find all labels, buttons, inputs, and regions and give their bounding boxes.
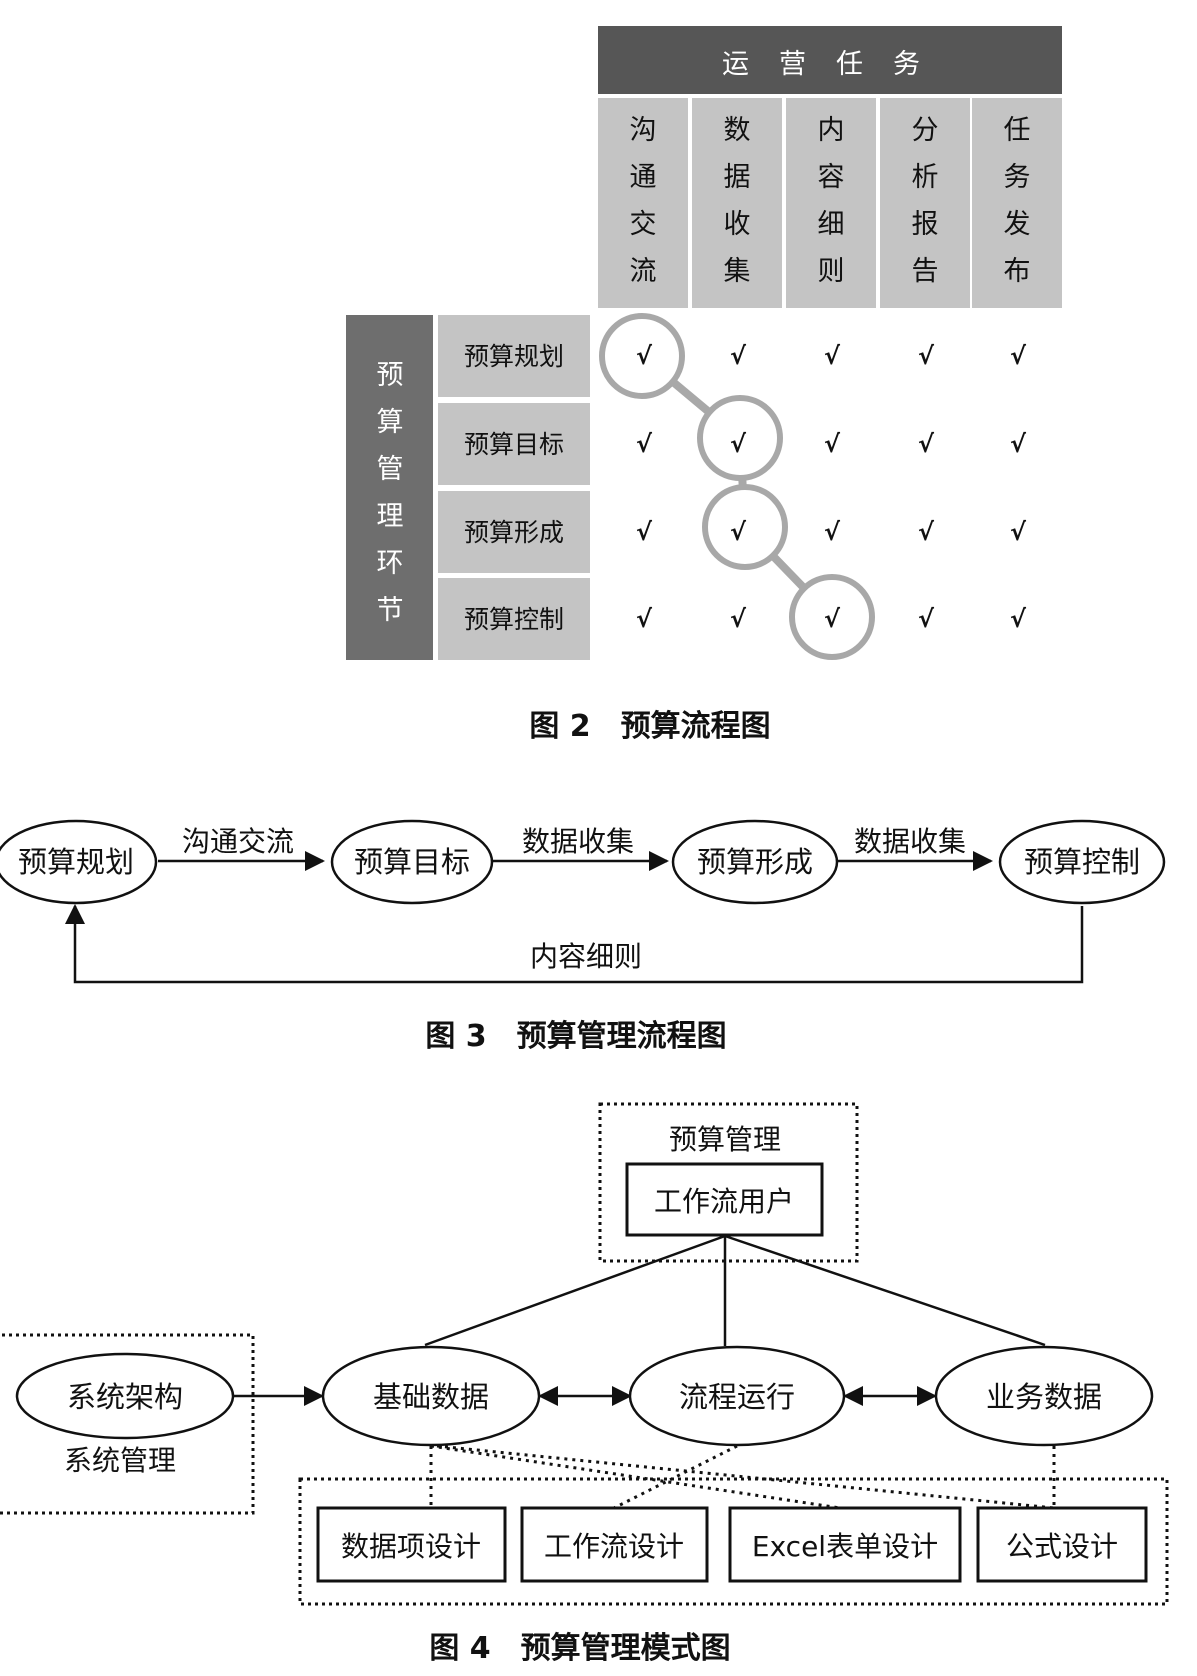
- fig2-check-r3-c4: √: [918, 518, 935, 546]
- fig4-data-item-design-label: 数据项设计: [341, 1530, 481, 1563]
- fig4-dotted-basic-to-excel: [430, 1444, 841, 1510]
- fig2-diagonal-highlight: [599, 313, 875, 660]
- fig2-row-label-1: 预算规划: [464, 342, 564, 371]
- fig4-system-architecture-label: 系统架构: [67, 1380, 183, 1414]
- fig2-row-cell-1: [438, 315, 590, 397]
- fig3-node-formation-label: 预算形成: [697, 845, 813, 879]
- fig2-row-label-3: 预算形成: [464, 518, 564, 547]
- fig3-node-control-label: 预算控制: [1024, 845, 1140, 879]
- fig2-check-r1-c3: √: [824, 342, 841, 370]
- fig4-top-group-label: 预算管理: [669, 1123, 781, 1156]
- fig3-node-target: [330, 819, 494, 905]
- fig2-column-label-2: 数据收集: [724, 115, 751, 287]
- fig4-budget-management-model: 预算管理 工作流用户 系统架构 系统管理 基础数据 流程运行 业务数据: [0, 1102, 1169, 1666]
- fig2-column-headers: 沟通交流 数据收集 内容细则 分析报告 任务发布: [598, 98, 1062, 308]
- fig2-check-r3-c1: √: [636, 518, 653, 546]
- fig2-check-r1-c5: √: [1010, 342, 1027, 370]
- fig2-side-label: 预算管理环节: [377, 360, 404, 626]
- fig3-budget-management-flow: 预算规划 预算目标 预算形成 预算控制 沟通交流 数据收集 数据收集 内容细则 …: [0, 819, 1166, 1054]
- fig2-highlight-circle-2: [697, 395, 783, 481]
- fig2-row-cell-4: [438, 578, 590, 660]
- fig4-excel-form-design-label: Excel表单设计: [752, 1530, 938, 1563]
- fig2-check-r4-c5: √: [1010, 605, 1027, 633]
- fig3-node-planning: [0, 819, 158, 905]
- fig4-process-run-label: 流程运行: [679, 1380, 795, 1414]
- fig3-caption: 图 3 预算管理流程图: [425, 1019, 726, 1054]
- fig2-highlight-circle-1: [599, 313, 685, 399]
- fig3-edge-3-label: 数据收集: [854, 825, 966, 858]
- fig4-formula-design-label: 公式设计: [1006, 1530, 1118, 1563]
- fig4-basic-data-node: [321, 1345, 541, 1447]
- fig2-side-label-text: 预算管理环节: [377, 360, 404, 626]
- fig2-check-r2-c2: √: [730, 430, 747, 458]
- fig2-check-r3-c2: √: [730, 518, 747, 546]
- fig2-check-r1-c2: √: [730, 342, 747, 370]
- fig2-check-grid: √ √ √ √ √ √ √ √ √ √ √ √ √ √ √ √ √ √ √ √: [636, 342, 1027, 633]
- fig2-row-cell-2: [438, 403, 590, 485]
- fig2-highlight-circle-4: [789, 574, 875, 660]
- fig4-business-data-node: [934, 1345, 1154, 1447]
- fig2-row-cell-3: [438, 491, 590, 573]
- fig2-column-cell-5: [972, 98, 1062, 308]
- fig2-check-r3-c5: √: [1010, 518, 1027, 546]
- fig4-basic-data-label: 基础数据: [373, 1380, 489, 1414]
- fig2-check-r4-c3: √: [824, 605, 841, 633]
- fig2-column-label-4: 分析报告: [912, 115, 939, 287]
- fig4-process-run-node: [628, 1345, 846, 1447]
- fig2-row-label-4: 预算控制: [464, 605, 564, 634]
- fig2-column-label-3: 内容细则: [818, 115, 845, 287]
- fig2-check-r4-c4: √: [918, 605, 935, 633]
- fig4-link-to-basic-data: [424, 1234, 726, 1347]
- fig2-column-label-1: 沟通交流: [630, 115, 657, 287]
- fig2-check-r1-c1: √: [636, 342, 653, 370]
- fig4-business-data-label: 业务数据: [986, 1380, 1102, 1414]
- fig4-dotted-process-to-workflow: [613, 1444, 738, 1510]
- fig2-highlight-circle-3: [702, 484, 788, 570]
- fig4-workflow-user-label: 工作流用户: [654, 1185, 794, 1218]
- fig2-column-cell-2: [692, 98, 782, 308]
- fig4-caption: 图 4 预算管理模式图: [429, 1631, 730, 1666]
- fig2-check-r3-c3: √: [824, 518, 841, 546]
- fig3-node-planning-label: 预算规划: [18, 845, 134, 879]
- fig3-feedback-label: 内容细则: [530, 940, 642, 973]
- fig4-left-group-label: 系统管理: [64, 1444, 176, 1477]
- fig2-check-r4-c1: √: [636, 605, 653, 633]
- fig4-excel-form-design-box: [728, 1506, 962, 1583]
- fig2-row-label-2: 预算目标: [464, 430, 564, 459]
- fig3-node-target-label: 预算目标: [354, 845, 470, 879]
- fig4-workflow-design-box: [520, 1506, 709, 1583]
- fig4-formula-design-box: [976, 1506, 1148, 1583]
- fig3-feedback-edge: [65, 904, 1084, 984]
- fig2-column-cell-3: [786, 98, 876, 308]
- fig2-header-bar: [598, 26, 1062, 94]
- fig2-column-label-5: 任务发布: [1004, 115, 1031, 287]
- fig3-node-control: [998, 819, 1166, 905]
- fig2-header-title: 运营任务: [722, 49, 950, 80]
- fig2-caption: 图 2 预算流程图: [529, 709, 770, 744]
- fig2-column-cell-1: [598, 98, 688, 308]
- fig2-check-r2-c4: √: [918, 430, 935, 458]
- fig4-workflow-design-label: 工作流设计: [544, 1530, 684, 1563]
- fig4-left-group-frame: [0, 1333, 255, 1515]
- fig4-top-group-frame: [598, 1102, 859, 1263]
- fig3-node-formation: [671, 819, 839, 905]
- fig2-check-r2-c5: √: [1010, 430, 1027, 458]
- fig2-side-bar: [346, 315, 433, 660]
- fig2-column-cell-4: [880, 98, 970, 308]
- fig3-edge-2-label: 数据收集: [522, 825, 634, 858]
- fig2-check-r2-c1: √: [636, 430, 653, 458]
- fig2-check-r4-c2: √: [730, 605, 747, 633]
- fig3-edge-1-label: 沟通交流: [182, 825, 294, 858]
- fig4-data-item-design-box: [316, 1506, 507, 1583]
- fig4-dotted-links: [429, 1444, 1056, 1510]
- fig2-check-r1-c4: √: [918, 342, 935, 370]
- fig2-check-r2-c3: √: [824, 430, 841, 458]
- fig4-dotted-basic-to-formula: [436, 1444, 1055, 1510]
- fig4-link-to-business-data: [724, 1234, 1046, 1347]
- fig2-budget-process-matrix: 运营任务 沟通交流 数据收集 内容细则 分析报告 任务发布 预算管理环节 预算规划预算目…: [346, 26, 1062, 744]
